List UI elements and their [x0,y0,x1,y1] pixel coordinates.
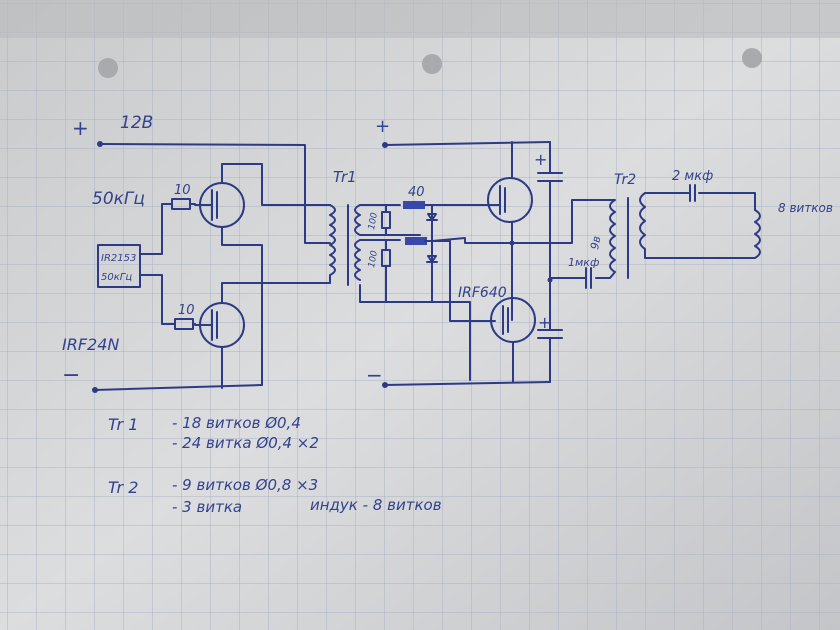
tr2-label: Tr2 [614,172,636,188]
winding-notes: Tr 1 - 18 витков Ø0,4 - 24 витка Ø0,4 ×2… [108,414,442,516]
cap-label: 1мкф [568,256,599,269]
ic-box [97,244,141,288]
ic-freq: 50кГц [101,272,132,283]
cap-plus: + [534,150,547,169]
mosfet-label: IRF640 [458,285,507,301]
resistor-label: 10 [178,303,195,318]
power-stage: + 100 100 40 IRF640 + + − [359,116,563,388]
minus-label: − [366,363,383,387]
punch-holes [98,48,762,78]
output-coil-icon [639,192,761,259]
driver-stage: + 12В 10 50кГц IR2153 50кГц 10 IRF24N − [62,113,331,393]
transformer-tr2: Tr2 1мкф 9в 2 мкф 8 витков [511,169,833,289]
capacitor-icon [585,267,592,289]
notebook-top-edge [0,0,840,38]
transformer-tr1: Tr1 [329,168,361,286]
note-tr1-line2: - 24 витка Ø0,4 ×2 [172,434,319,452]
cap-label: 2 мкф [672,169,713,184]
ic-name: IR2153 [101,253,136,264]
coil-icon [329,204,336,284]
minus-label: − [62,363,80,388]
note-tr1-line1: - 18 витков Ø0,4 [172,414,301,432]
plus-label: + [72,116,89,140]
resistor-icon [405,237,427,245]
resistor-label: 100 [367,212,380,231]
resistor-label: 10 [174,183,191,198]
coil-icon [354,204,361,281]
frequency-label: 50кГц [92,189,145,209]
note-tr2-line2b: индук - 8 витков [310,496,442,514]
plus-label: + [375,116,390,137]
resistor-icon [403,201,425,209]
note-tr2-line1: - 9 витков Ø0,8 ×3 [172,476,318,494]
capacitor-icon [689,184,696,202]
tr1-label: Tr1 [333,168,357,186]
mosfet-top-icon [487,177,533,223]
diode-icon [426,204,438,263]
mosfet-label: IRF24N [62,335,119,354]
note-tr2-line2: - 3 витка [172,498,242,516]
resistor-label: 100 [367,250,380,269]
resistor-label: 40 [408,185,425,200]
capacitor-icon [537,141,563,383]
note-tr2-name: Tr 2 [108,478,138,497]
voltage-label: 12В [120,113,153,133]
cap-plus: + [538,313,551,332]
coil-label: 8 витков [778,201,833,215]
turns-label: 9в [588,235,603,251]
note-tr1-name: Tr 1 [108,415,138,434]
